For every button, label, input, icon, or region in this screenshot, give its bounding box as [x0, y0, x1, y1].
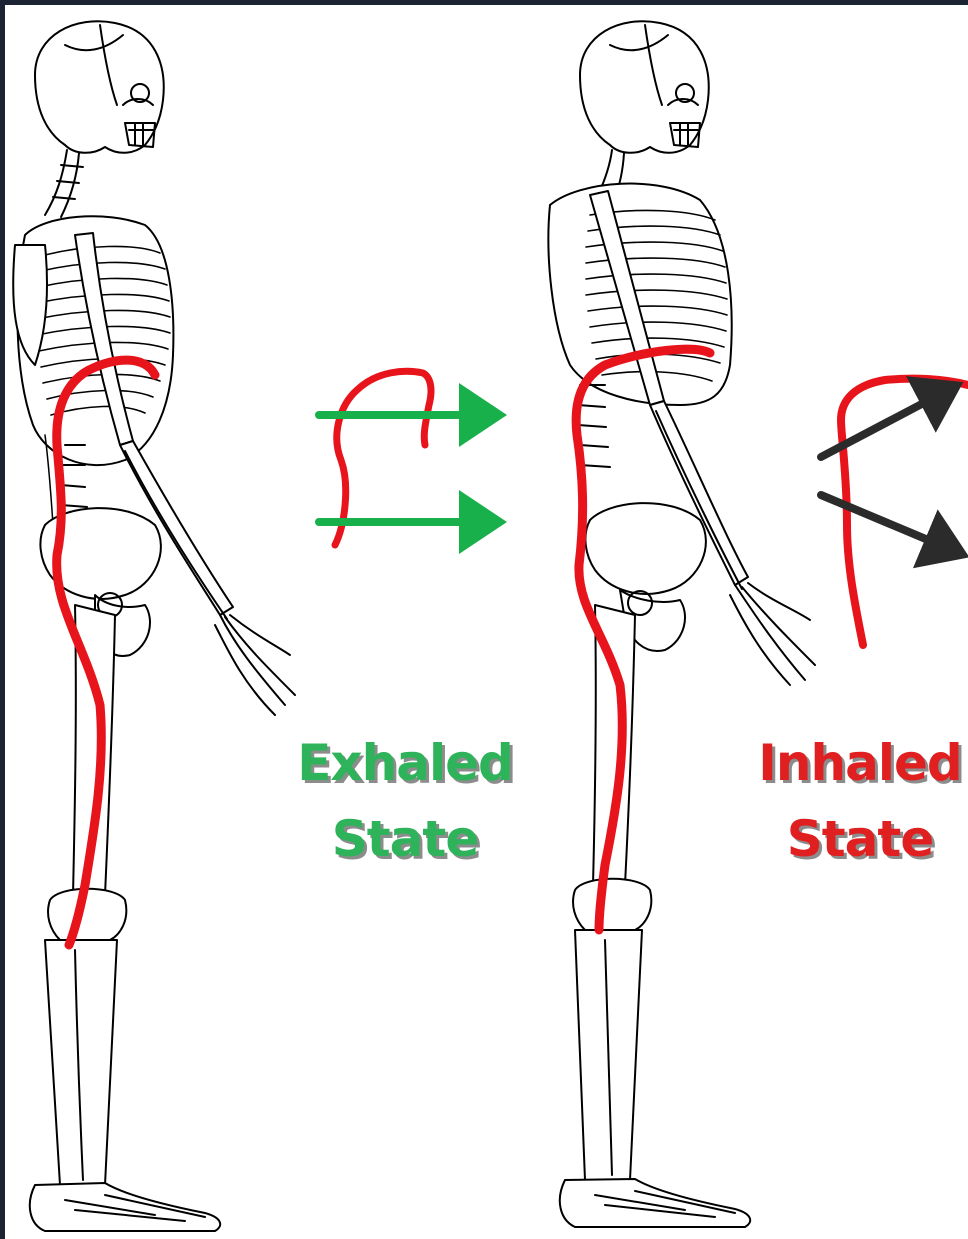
skeleton-inhaled — [548, 21, 815, 1227]
diagram-canvas: Exhaled State Inhaled State — [5, 5, 968, 1239]
exhaled-label-line2: State — [275, 801, 535, 877]
exhaled-label-line1: Exhaled — [275, 725, 535, 801]
inhaled-label-line2: State — [735, 801, 968, 877]
skeleton-exhaled — [13, 21, 295, 1231]
diagonal-arrow-icon — [821, 495, 940, 545]
inhaled-state-label: Inhaled State — [735, 725, 968, 877]
diagram-artwork — [5, 5, 968, 1239]
inhaled-label-line1: Inhaled — [735, 725, 968, 801]
exhaled-state-label: Exhaled State — [275, 725, 535, 877]
